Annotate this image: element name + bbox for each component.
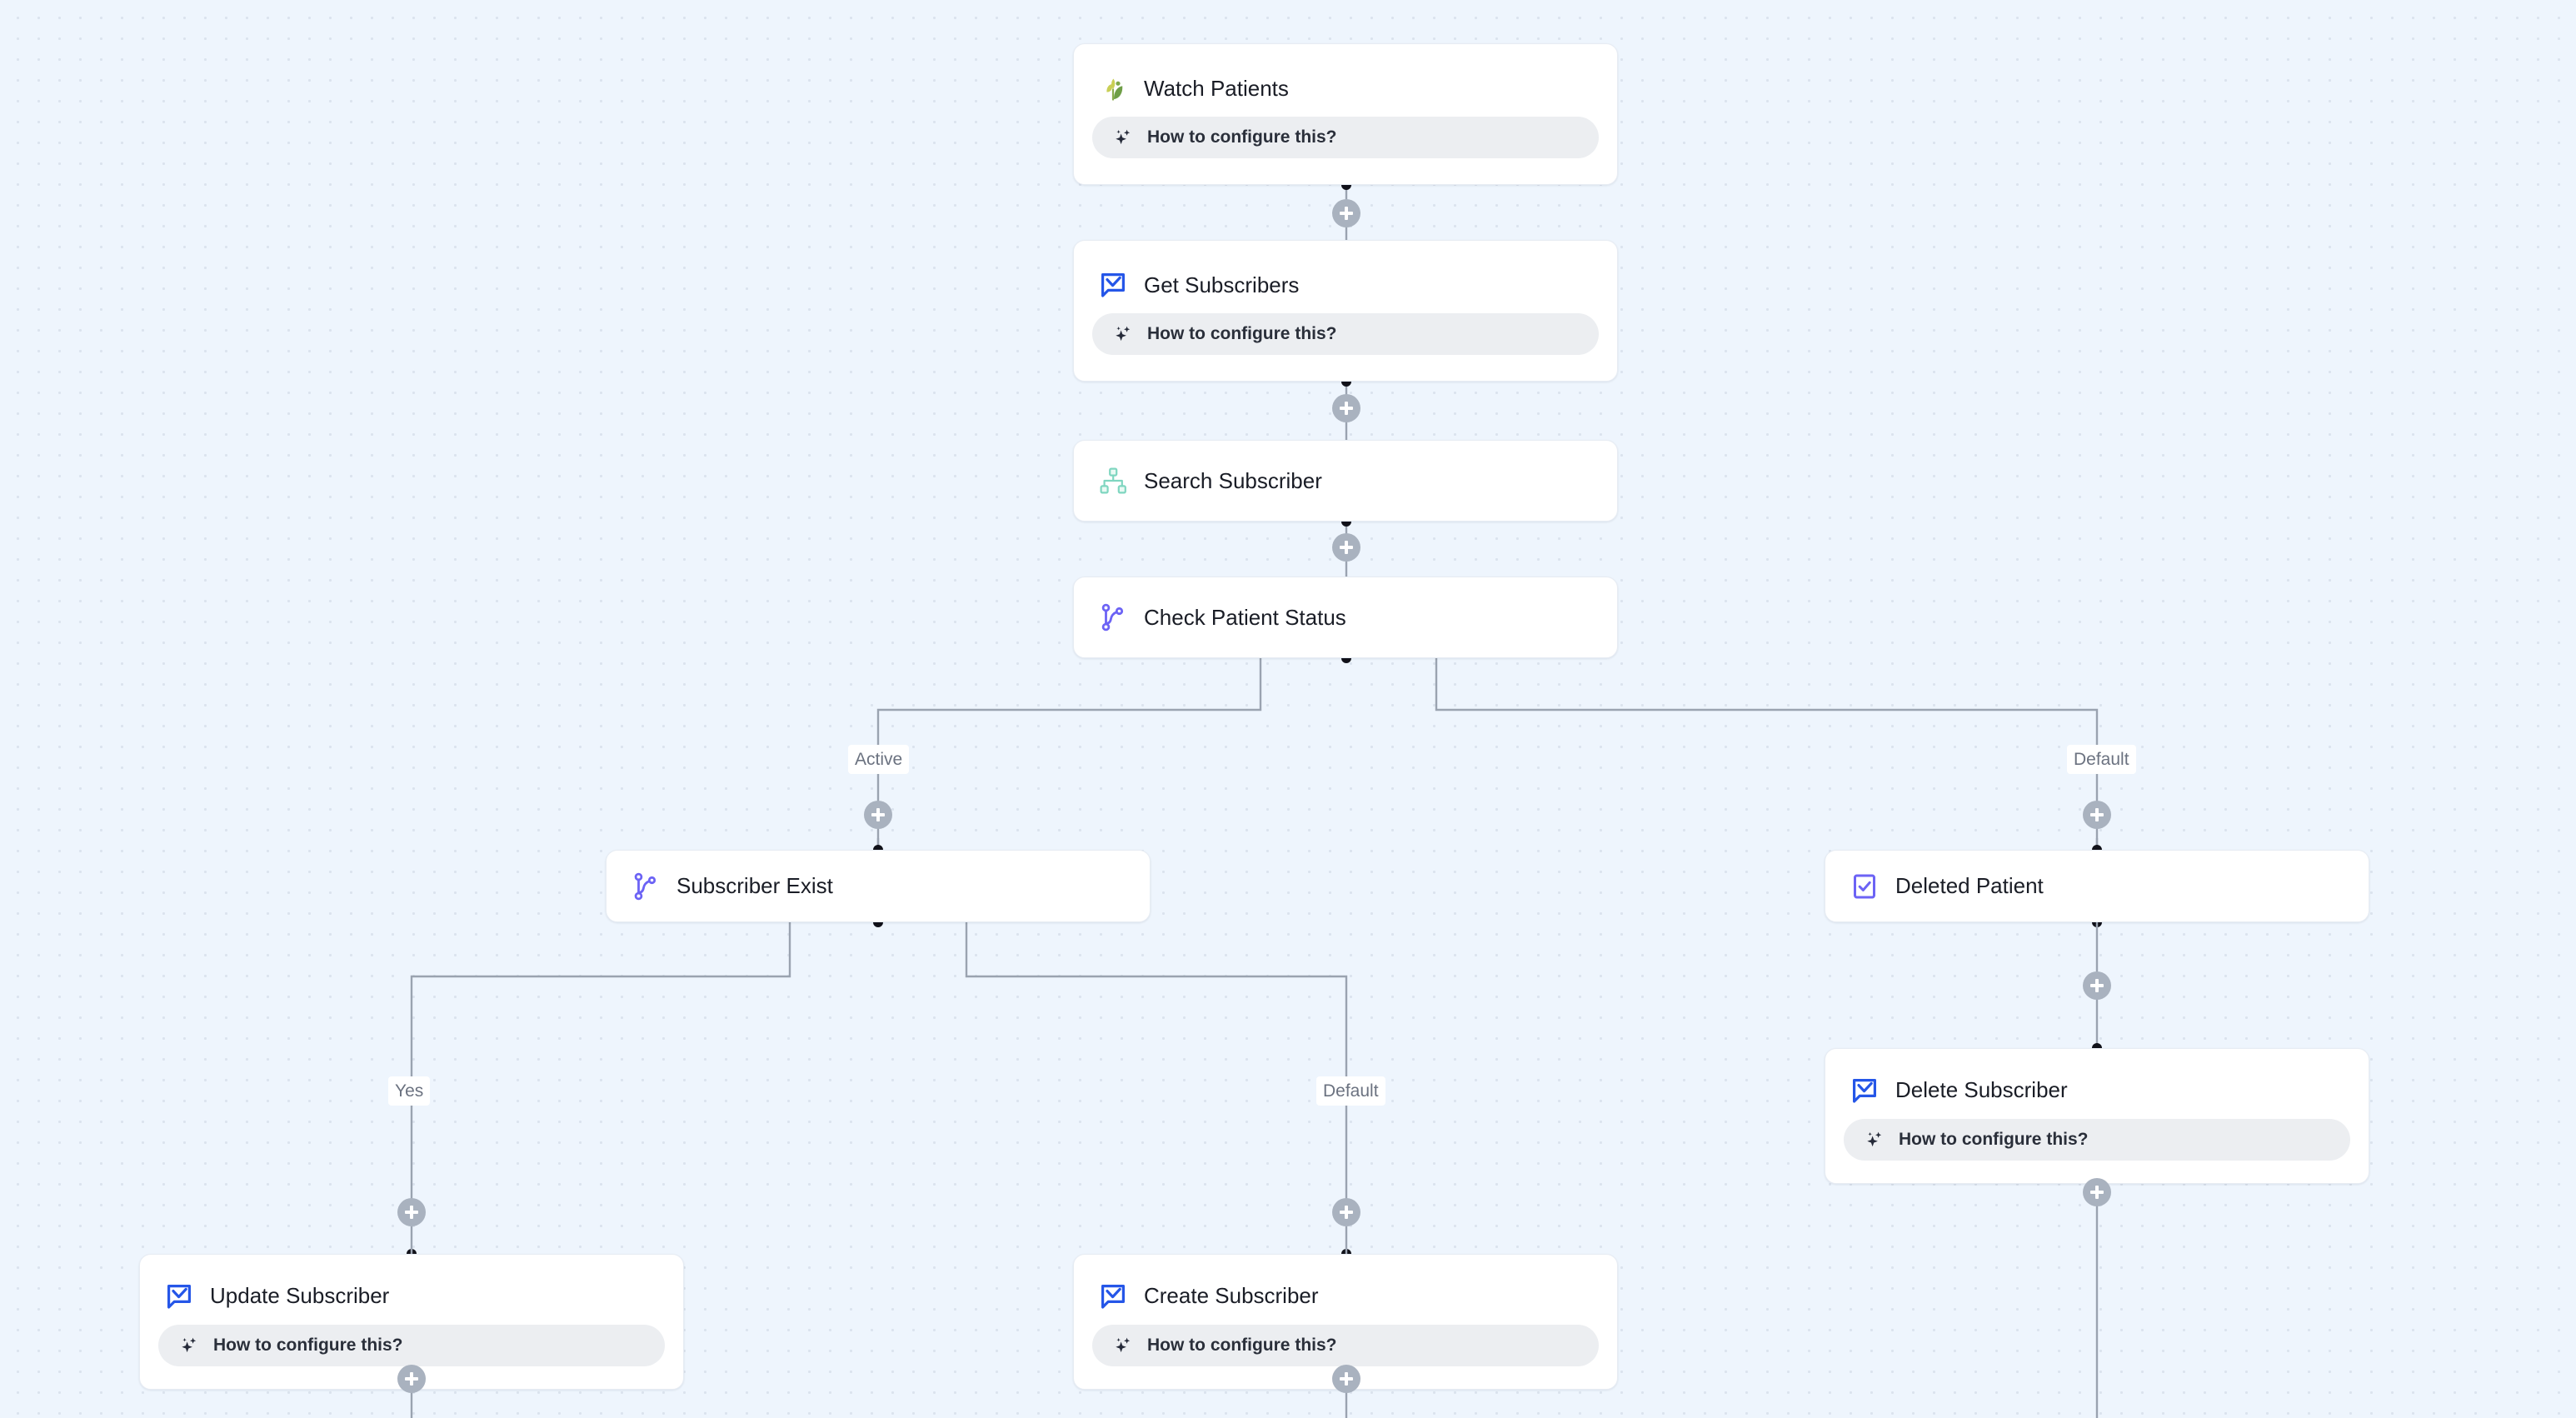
- node-header: Update Subscriber: [140, 1263, 683, 1325]
- node-deleted-patient[interactable]: Deleted Patient: [1825, 850, 2369, 922]
- sparkle-icon: [1112, 1335, 1134, 1356]
- add-node-button-yes-branch[interactable]: [397, 1198, 426, 1226]
- node-header: Subscriber Exist: [607, 851, 1150, 921]
- node-header: Create Subscriber: [1074, 1263, 1617, 1325]
- add-node-button-status-default-branch[interactable]: [2083, 801, 2111, 829]
- mail-check-icon: [1097, 1281, 1129, 1312]
- node-header: Check Patient Status: [1074, 577, 1617, 657]
- node-title: Check Patient Status: [1144, 604, 1346, 630]
- mail-check-icon: [1097, 269, 1129, 301]
- branch-label-status-default: Default: [2067, 745, 2136, 774]
- node-header: Delete Subscriber: [1825, 1057, 2369, 1119]
- mail-check-icon: [1849, 1075, 1880, 1106]
- add-node-button-deleted-to-delete[interactable]: [2083, 971, 2111, 1000]
- branch-label-active: Active: [848, 745, 910, 774]
- add-node-button-exist-default-branch[interactable]: [1332, 1198, 1360, 1226]
- configure-help-button[interactable]: How to configure this?: [1844, 1118, 2350, 1161]
- node-header: Watch Patients: [1074, 55, 1617, 117]
- node-title: Get Subscribers: [1144, 272, 1300, 297]
- node-get-subscribers[interactable]: Get Subscribers How to configure this?: [1073, 240, 1618, 382]
- branch-label-yes: Yes: [388, 1076, 431, 1106]
- configure-help-button[interactable]: How to configure this?: [1092, 1324, 1599, 1366]
- configure-help-button[interactable]: How to configure this?: [158, 1324, 665, 1366]
- node-delete-subscriber[interactable]: Delete Subscriber How to configure this?: [1825, 1048, 2369, 1184]
- node-create-subscriber[interactable]: Create Subscriber How to configure this?: [1073, 1254, 1618, 1390]
- configure-help-label: How to configure this?: [213, 1335, 403, 1355]
- add-node-button-after-delete-subscriber[interactable]: [2083, 1178, 2111, 1206]
- checkbox-icon: [1849, 871, 1880, 902]
- configure-help-label: How to configure this?: [1147, 1335, 1337, 1355]
- sparkle-icon: [1112, 323, 1134, 345]
- node-header: Search Subscriber: [1074, 441, 1617, 521]
- node-title: Create Subscriber: [1144, 1283, 1319, 1309]
- node-watch-patients[interactable]: Watch Patients How to configure this?: [1073, 43, 1618, 185]
- node-header: Get Subscribers: [1074, 252, 1617, 313]
- add-node-button-search-to-check[interactable]: [1332, 533, 1360, 562]
- sparkle-icon: [178, 1335, 200, 1356]
- node-title: Delete Subscriber: [1895, 1077, 2068, 1103]
- configure-help-label: How to configure this?: [1147, 127, 1337, 147]
- configure-help-button[interactable]: How to configure this?: [1092, 313, 1599, 355]
- sparkle-icon: [1864, 1129, 1885, 1151]
- branch-icon: [1097, 602, 1129, 633]
- node-search-subscriber[interactable]: Search Subscriber: [1073, 440, 1618, 522]
- add-node-button-get-to-search[interactable]: [1332, 394, 1360, 422]
- mail-check-icon: [163, 1281, 195, 1312]
- add-node-button-after-update-subscriber[interactable]: [397, 1365, 426, 1393]
- branch-label-exist-default: Default: [1316, 1076, 1385, 1106]
- configure-help-label: How to configure this?: [1899, 1129, 2089, 1149]
- node-title: Deleted Patient: [1895, 873, 2044, 899]
- node-check-patient-status[interactable]: Check Patient Status: [1073, 577, 1618, 658]
- add-node-button-active-branch[interactable]: [864, 801, 892, 829]
- node-title: Watch Patients: [1144, 75, 1289, 101]
- configure-help-label: How to configure this?: [1147, 324, 1337, 343]
- node-title: Search Subscriber: [1144, 467, 1322, 493]
- node-title: Update Subscriber: [210, 1283, 390, 1309]
- add-node-button-watch-to-get[interactable]: [1332, 199, 1360, 227]
- node-header: Deleted Patient: [1825, 851, 2369, 921]
- hierarchy-icon: [1097, 465, 1129, 497]
- add-node-button-after-create-subscriber[interactable]: [1332, 1365, 1360, 1393]
- node-subscriber-exist[interactable]: Subscriber Exist: [606, 850, 1151, 922]
- node-title: Subscriber Exist: [676, 873, 833, 899]
- sprout-icon: [1097, 72, 1129, 104]
- node-update-subscriber[interactable]: Update Subscriber How to configure this?: [139, 1254, 684, 1390]
- configure-help-button[interactable]: How to configure this?: [1092, 117, 1599, 158]
- branch-icon: [630, 871, 661, 902]
- sparkle-icon: [1112, 127, 1134, 148]
